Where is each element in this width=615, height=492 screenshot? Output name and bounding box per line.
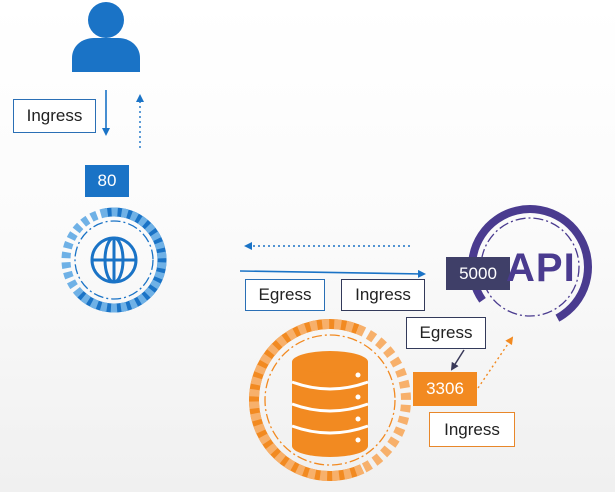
user-icon — [72, 2, 140, 72]
database-icon — [291, 351, 369, 457]
web-egress-label: Egress — [245, 279, 325, 311]
api-ingress-label: Ingress — [341, 279, 425, 311]
web-port-badge: 80 — [85, 165, 129, 197]
api-port-badge: 5000 — [446, 257, 510, 290]
db-egress-label: Egress — [406, 317, 486, 349]
web-to-api-arrow — [239, 269, 426, 278]
web-server-node — [61, 207, 167, 313]
db-port-badge: 3306 — [413, 372, 477, 406]
db-ingress-label: Ingress — [429, 412, 515, 447]
database-node — [249, 319, 411, 481]
db-to-api-arrow — [477, 336, 514, 389]
user-ingress-label: Ingress — [13, 99, 96, 133]
api-label: API — [506, 246, 576, 290]
db-egress-pointer — [450, 349, 465, 371]
globe-icon — [90, 236, 138, 284]
